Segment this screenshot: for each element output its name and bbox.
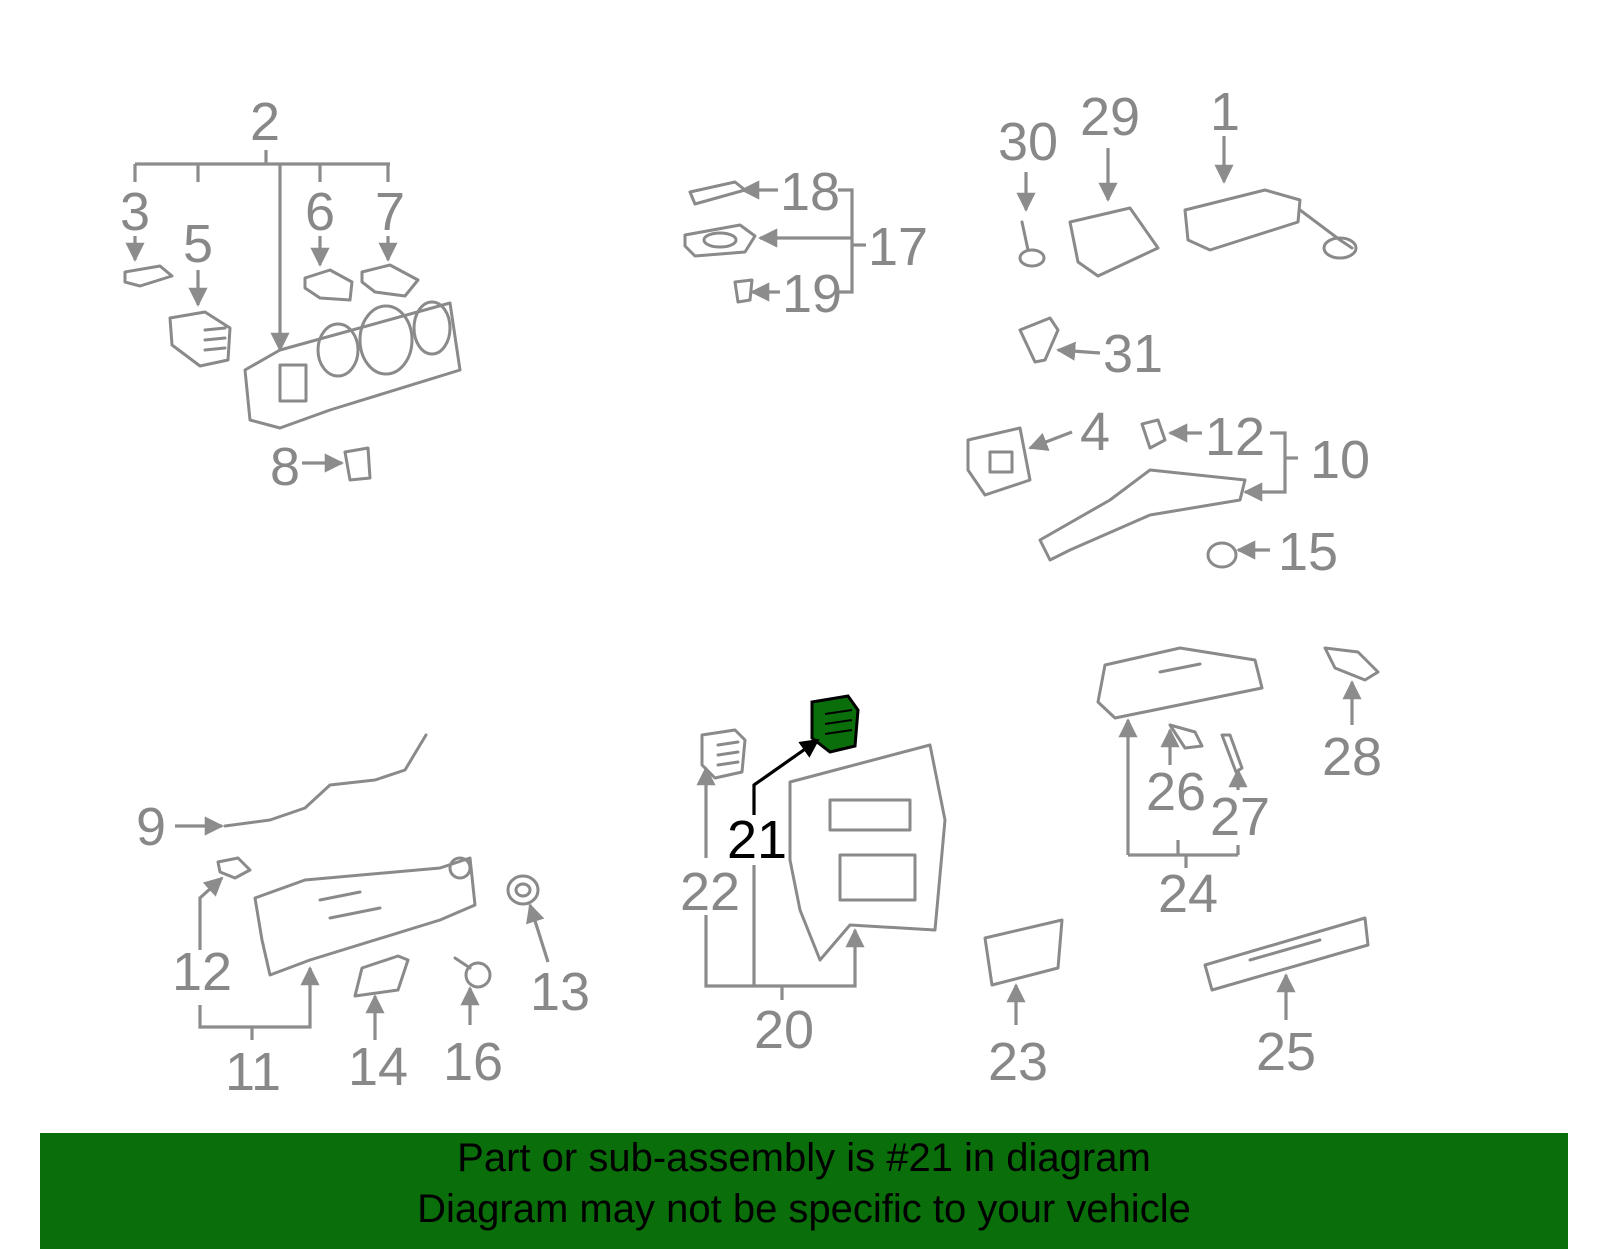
callout-7: 7 xyxy=(375,182,405,242)
part-31-bracket xyxy=(1018,316,1060,364)
callout-29: 29 xyxy=(1080,87,1140,147)
part-23-lid xyxy=(983,918,1064,987)
callout-2: 2 xyxy=(250,92,280,152)
callout-31: 31 xyxy=(1103,324,1163,384)
part-9-wire-harness xyxy=(223,733,428,828)
part-5-side-vent xyxy=(168,310,232,368)
callout-17: 17 xyxy=(868,217,928,277)
callout-21: 21 xyxy=(727,810,787,870)
callout-14: 14 xyxy=(348,1037,408,1097)
part-24-glove-box xyxy=(1096,646,1264,720)
callout-13: 13 xyxy=(530,962,590,1022)
part-20-center-bezel xyxy=(788,743,947,962)
part-29-module xyxy=(1068,206,1160,278)
callout-18: 18 xyxy=(780,162,840,222)
callout-8: 8 xyxy=(270,437,300,497)
part-15-fastener xyxy=(1206,541,1238,569)
leader-lines xyxy=(125,136,1362,1040)
callout-22: 22 xyxy=(680,862,740,922)
part-19-clip xyxy=(733,278,754,304)
notice-banner: Part or sub-assembly is #21 in diagram D… xyxy=(40,1133,1568,1249)
callout-23: 23 xyxy=(988,1032,1048,1092)
part-7-switch xyxy=(360,263,420,298)
part-13-ring xyxy=(506,874,540,906)
callout-10: 10 xyxy=(1310,430,1370,490)
part-30-bolt xyxy=(1018,220,1046,268)
part-1-airbag-module xyxy=(1183,188,1358,260)
part-2-instrument-cluster-bezel xyxy=(243,300,462,430)
part-10-lower-panel xyxy=(1038,468,1247,562)
callout-5: 5 xyxy=(183,214,213,274)
callout-19: 19 xyxy=(782,264,842,324)
part-4-bezel xyxy=(966,426,1032,497)
part-27-clip xyxy=(1220,733,1244,774)
callout-12-lower: 12 xyxy=(172,942,232,1002)
part-26-clip xyxy=(1168,723,1204,750)
part-28-bracket xyxy=(1323,646,1380,682)
callout-28: 28 xyxy=(1322,727,1382,787)
callout-24: 24 xyxy=(1158,864,1218,924)
part-12-upper-clip xyxy=(1140,418,1167,450)
part-8-plug xyxy=(343,446,372,482)
parts-diagram: 2 3 5 6 7 8 18 17 19 30 29 1 31 4 12 10 … xyxy=(120,82,1382,1102)
part-6-switch xyxy=(303,268,354,302)
callout-20: 20 xyxy=(754,1000,814,1060)
callout-11: 11 xyxy=(225,1042,281,1102)
part-16-bolt xyxy=(453,956,492,989)
part-3-clip xyxy=(123,264,174,288)
part-18-cover xyxy=(688,180,747,206)
banner-line-2: Diagram may not be specific to your vehi… xyxy=(417,1187,1191,1231)
banner-line-1: Part or sub-assembly is #21 in diagram xyxy=(457,1136,1151,1180)
callout-30: 30 xyxy=(998,112,1058,172)
callout-16-label: 16 xyxy=(443,1032,503,1092)
callout-3: 3 xyxy=(120,182,150,242)
callout-15: 15 xyxy=(1278,522,1338,582)
part-25-panel xyxy=(1203,916,1370,992)
part-14-cover xyxy=(353,954,410,998)
part-22-vent xyxy=(700,728,747,780)
callout-9: 9 xyxy=(136,797,166,857)
callout-1: 1 xyxy=(1210,82,1240,142)
callout-4: 4 xyxy=(1080,402,1110,462)
part-21-center-vent xyxy=(810,694,860,754)
callout-labels: 2 3 5 6 7 8 18 17 19 30 29 1 31 4 12 10 … xyxy=(120,82,1382,1102)
callout-12-upper: 12 xyxy=(1205,407,1265,467)
part-11-glove-panel xyxy=(253,856,477,977)
callout-6: 6 xyxy=(305,182,335,242)
callout-25: 25 xyxy=(1256,1022,1316,1082)
part-12-lower-clip xyxy=(216,856,252,880)
callout-26: 26 xyxy=(1146,762,1206,822)
callout-27: 27 xyxy=(1210,787,1270,847)
part-17-tray xyxy=(683,223,757,258)
